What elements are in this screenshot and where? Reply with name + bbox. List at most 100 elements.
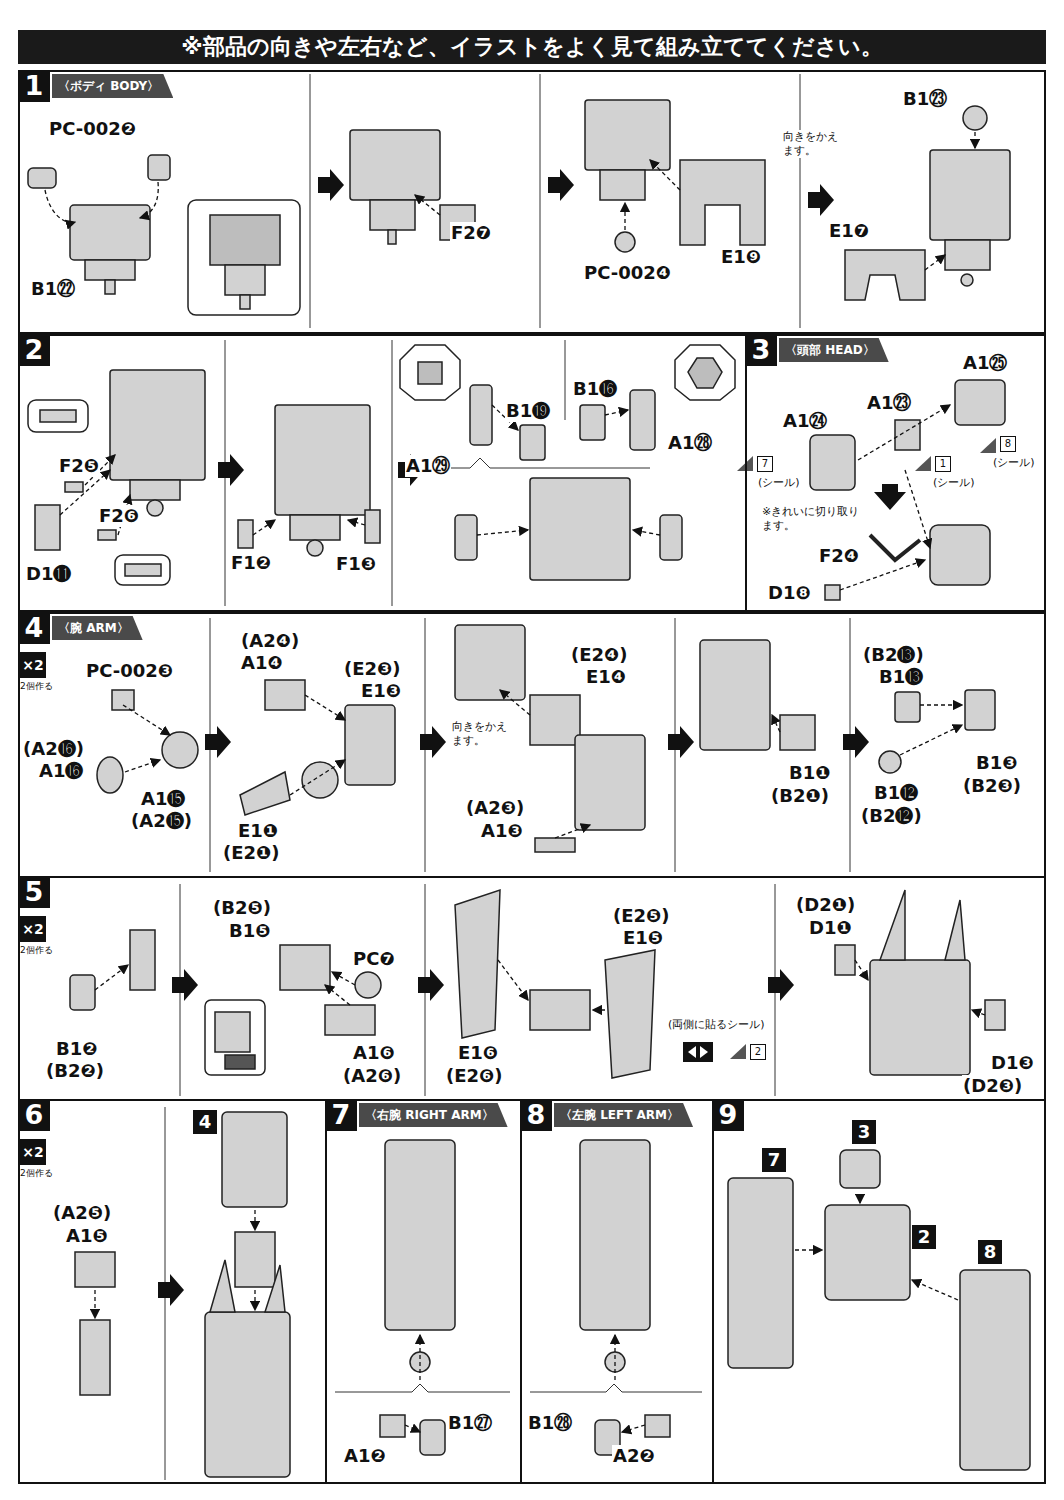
- part-label: PC-002❷: [48, 118, 137, 140]
- step-reference: 4: [193, 1110, 217, 1134]
- part-label: B1❺: [228, 920, 271, 942]
- part-label: A2❷: [612, 1445, 656, 1467]
- part-label: (D2❶): [795, 894, 856, 916]
- sticker-number: 2: [750, 1044, 766, 1060]
- drawing-shape: [225, 1055, 255, 1069]
- leader-arrows: [45, 132, 985, 1432]
- drawing-shape: [125, 564, 161, 576]
- part-label: A1❷: [343, 1445, 387, 1467]
- drawing-shape: [225, 265, 265, 295]
- drawing-shape: [845, 250, 925, 300]
- drawing-shape: [158, 1274, 184, 1306]
- drawing-shape: [880, 890, 905, 960]
- drawing-shape: [332, 972, 355, 985]
- drawing-shape: [162, 732, 198, 768]
- part-label: A1㉙: [405, 455, 451, 477]
- sticker-number: 1: [935, 456, 951, 472]
- part-label: A1㉘: [667, 432, 713, 454]
- step-panel: 6×22個作る: [18, 1099, 327, 1484]
- drawing-shape: [540, 74, 541, 328]
- drawing-shape: [980, 438, 996, 453]
- part-label: D1❸: [990, 1052, 1035, 1074]
- drawing-shape: [420, 1420, 445, 1455]
- part-label: E1❾: [720, 246, 762, 268]
- step-number: 3: [745, 334, 777, 366]
- drawing-shape: [683, 1042, 713, 1062]
- drawing-shape: [318, 169, 344, 201]
- drawing-shape: [348, 520, 365, 525]
- sticker-number: 7: [757, 456, 773, 472]
- drawing-shape: [205, 1000, 265, 1075]
- drawing-shape: [835, 945, 855, 975]
- part-label: F2❼: [450, 222, 492, 244]
- drawing-shape: [728, 1178, 793, 1368]
- part-label: A1㉕: [962, 352, 1008, 374]
- part-label: E1❺: [622, 927, 664, 949]
- drawing-shape: [392, 340, 393, 606]
- drawing-shape: [365, 510, 380, 543]
- drawing-shape: [580, 405, 605, 440]
- instruction-note: (シール): [933, 476, 975, 490]
- part-label: A1❸: [480, 820, 524, 842]
- drawing-shape: [660, 515, 682, 560]
- drawing-shape: [388, 230, 396, 244]
- drawing-shape: [580, 1140, 650, 1330]
- drawing-shape: [325, 985, 350, 1005]
- instruction-note: (シール): [993, 456, 1035, 470]
- step-panel: 1〈ボディ BODY〉: [18, 70, 1046, 334]
- drawing-shape: [305, 695, 345, 720]
- drawing-shape: [265, 680, 305, 710]
- part-label: A1㉔: [782, 410, 828, 432]
- drawing-shape: [500, 690, 530, 715]
- drawing-shape: [419, 1335, 420, 1380]
- part-label: E1❻: [457, 1042, 499, 1064]
- drawing-shape: [130, 930, 155, 990]
- drawing-shape: [112, 690, 134, 710]
- part-label: E1❸: [360, 680, 402, 702]
- step-number: 6: [18, 1099, 50, 1131]
- drawing-shape: [253, 520, 275, 535]
- drawing-shape: [275, 405, 370, 515]
- panel-separators: [165, 74, 850, 1480]
- drawing-shape: [290, 515, 340, 540]
- drawing-shape: [28, 168, 56, 188]
- drawing-shape: [310, 74, 311, 328]
- drawing-shape: [730, 1044, 746, 1059]
- drawing-shape: [768, 969, 794, 1001]
- drawing-shape: [307, 540, 323, 556]
- drawing-shape: [825, 1205, 910, 1300]
- drawing-shape: [930, 150, 1010, 240]
- drawing-shape: [98, 530, 116, 540]
- part-label: E1❼: [828, 220, 870, 242]
- drawing-shape: [70, 205, 150, 260]
- drawing-shape: [498, 960, 528, 1000]
- quantity-note: 2個作る: [20, 680, 53, 693]
- drawing-shape: [265, 1265, 285, 1312]
- quantity-note: 2個作る: [20, 944, 53, 957]
- drawing-shape: [963, 106, 987, 130]
- drawing-shape: [895, 692, 920, 722]
- drawing-shape: [800, 74, 801, 328]
- quantity-badge: ×2: [20, 1139, 46, 1165]
- step-reference: 8: [978, 1240, 1002, 1264]
- drawing-shape: [75, 1252, 115, 1287]
- drawing-shape: [370, 200, 415, 230]
- drawing-shape: [622, 1425, 645, 1432]
- drawing-shape: [455, 625, 525, 700]
- part-label: (E2❺): [612, 905, 671, 927]
- drawing-shape: [380, 1415, 405, 1437]
- drawing-shape: [688, 358, 722, 388]
- step-panel: 2: [18, 334, 747, 612]
- drawing-shape: [280, 945, 330, 990]
- step-number: 5: [18, 876, 50, 908]
- drawing-shape: [97, 757, 123, 793]
- drawing-shape: [605, 950, 655, 1078]
- drawing-shape: [700, 640, 770, 750]
- drawing-shape: [593, 1009, 605, 1010]
- drawing-shape: [855, 960, 868, 980]
- part-label: B1⓭: [878, 666, 924, 688]
- drawing-shape: [675, 345, 735, 400]
- instruction-note: (シール): [758, 476, 800, 490]
- drawing-shape: [961, 274, 973, 286]
- drawing-shape: [418, 362, 442, 384]
